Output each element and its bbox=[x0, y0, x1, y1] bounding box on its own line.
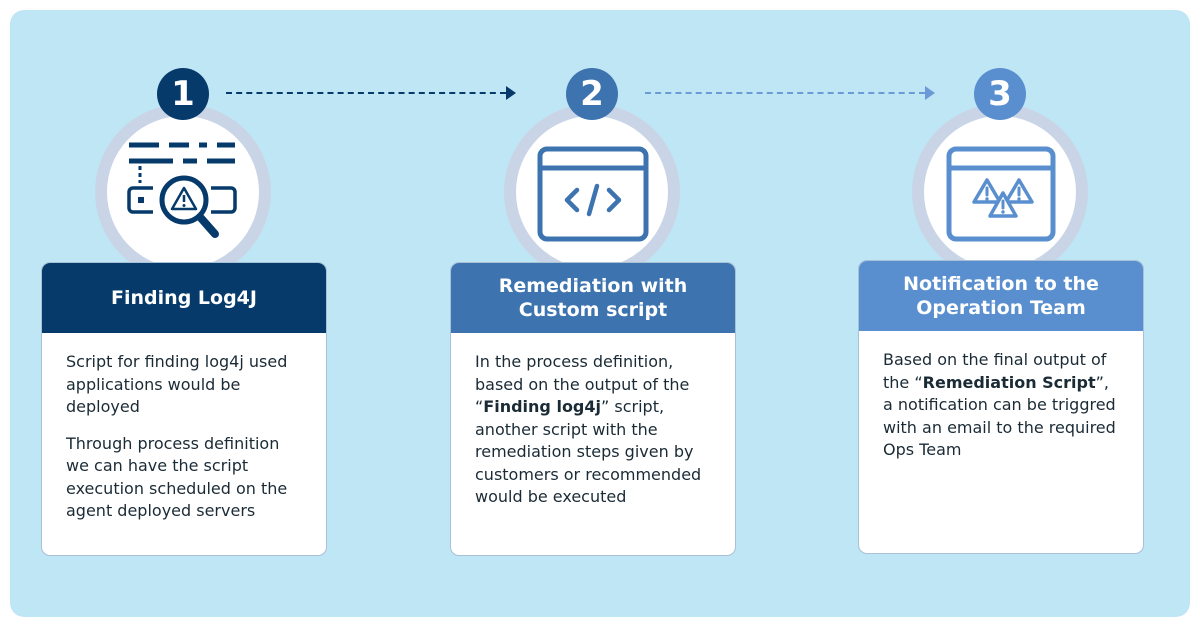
step-2-card: Remediation with Custom script In the pr… bbox=[450, 262, 736, 556]
connector-2-3 bbox=[645, 92, 925, 94]
description-text: Based on the final output of the “ bbox=[883, 350, 1107, 392]
connector-1-2 bbox=[226, 92, 506, 94]
description-paragraph: Through process definition we can have t… bbox=[66, 433, 304, 523]
step-1-card: Finding Log4J Script for finding log4j u… bbox=[41, 262, 327, 556]
magnifier-warning-icon bbox=[127, 142, 237, 238]
step-1-number: 1 bbox=[157, 68, 209, 120]
step-1-title: Finding Log4J bbox=[42, 263, 326, 333]
step-3-description: Based on the final output of the “Remedi… bbox=[859, 331, 1143, 462]
description-text: Through process definition we can have t… bbox=[66, 433, 288, 521]
emphasized-text: Remediation Script bbox=[922, 372, 1096, 392]
step-2-description: In the process definition, based on the … bbox=[451, 333, 735, 509]
step-3-title: Notification to the Operation Team bbox=[859, 261, 1143, 331]
description-paragraph: In the process definition, based on the … bbox=[475, 351, 713, 509]
step-1-description: Script for finding log4j used applicatio… bbox=[42, 333, 326, 523]
description-text: Script for finding log4j used applicatio… bbox=[66, 352, 288, 416]
description-text: ” script, another script with the remedi… bbox=[475, 397, 702, 506]
description-text: In the process definition, based on the … bbox=[475, 352, 690, 416]
description-text: ”, a notification can be triggred with a… bbox=[883, 372, 1116, 460]
code-window-icon bbox=[537, 146, 649, 242]
warning-window-icon bbox=[946, 146, 1056, 242]
emphasized-text: Finding log4j bbox=[483, 397, 601, 416]
step-2-number: 2 bbox=[566, 68, 618, 120]
description-paragraph: Based on the final output of the “Remedi… bbox=[883, 349, 1121, 462]
arrow-head-icon bbox=[506, 86, 516, 100]
step-2-title: Remediation with Custom script bbox=[451, 263, 735, 333]
step-3-number: 3 bbox=[974, 68, 1026, 120]
description-paragraph: Script for finding log4j used applicatio… bbox=[66, 351, 304, 419]
step-3-card: Notification to the Operation Team Based… bbox=[858, 260, 1144, 554]
arrow-head-icon bbox=[925, 86, 935, 100]
